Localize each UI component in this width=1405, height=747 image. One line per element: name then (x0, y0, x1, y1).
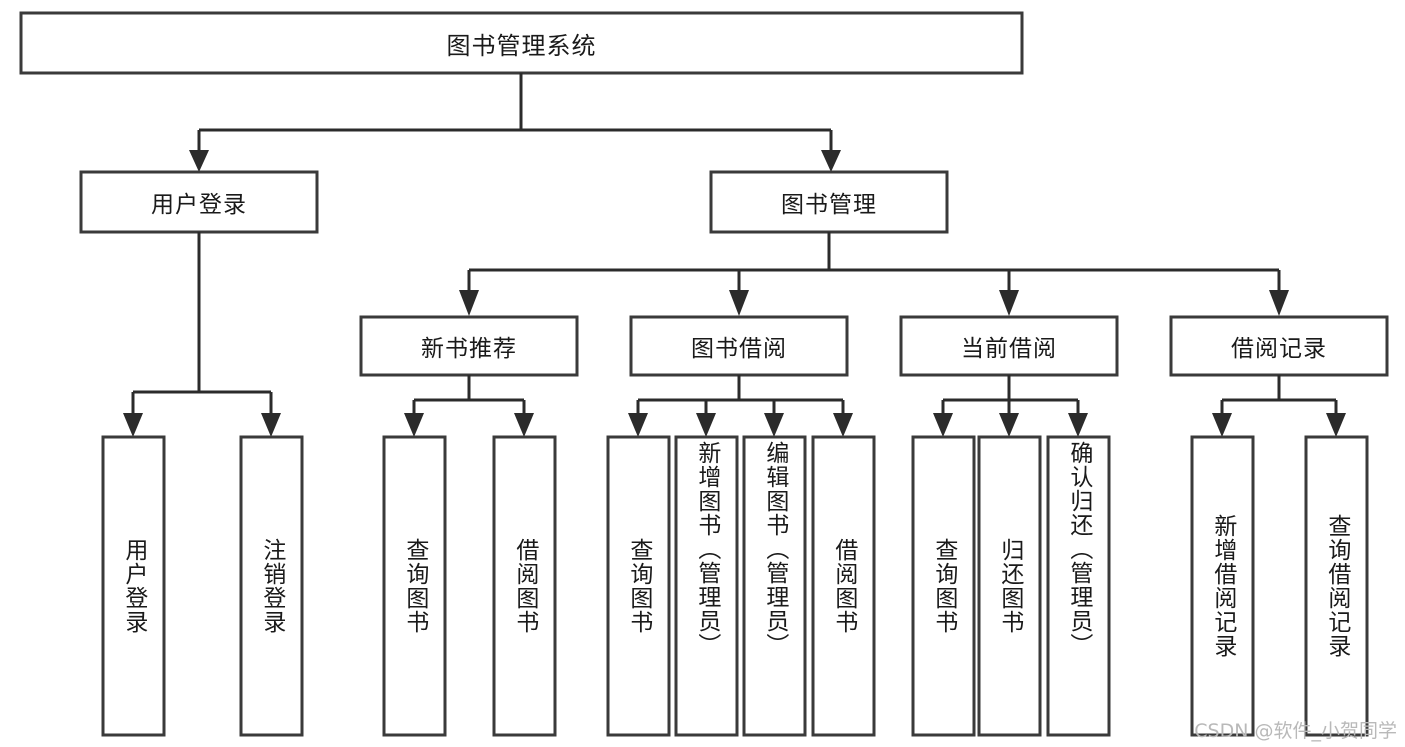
node-box-leaf-borrow-book-1[interactable] (492, 435, 557, 737)
node-box-leaf-user-login[interactable] (101, 435, 166, 737)
arrow-head-to-book-management (821, 150, 841, 172)
connector-book-borrow-to-leaves (636, 375, 845, 415)
node-box-leaf-borrow-book-2[interactable] (811, 435, 876, 737)
node-box-book-borrow[interactable] (629, 315, 849, 377)
node-box-leaf-add-book[interactable] (674, 435, 739, 737)
arrow-head-to-new-book-recommend (459, 290, 479, 316)
arrow-head-to-leaf-add-book (696, 413, 716, 437)
arrow-head-to-leaf-query-book-3 (933, 413, 953, 437)
node-box-leaf-query-book-2[interactable] (606, 435, 671, 737)
connector-book-management-to-level3 (467, 232, 1281, 292)
arrow-head-to-book-borrow (729, 290, 749, 316)
connector-current-borrow-to-leaves (941, 375, 1080, 415)
arrow-head-to-leaf-query-book-2 (628, 413, 648, 437)
arrow-head-to-user-login (189, 150, 209, 172)
node-box-leaf-query-book-1[interactable] (382, 435, 447, 737)
arrow-head-to-leaf-return-book (999, 413, 1019, 437)
arrow-head-to-leaf-add-record (1212, 413, 1232, 437)
node-box-book-management[interactable] (709, 170, 949, 234)
node-box-current-borrow[interactable] (899, 315, 1119, 377)
connector-borrow-record-to-leaves (1220, 375, 1338, 415)
node-box-user-login[interactable] (79, 170, 319, 234)
node-box-leaf-add-record[interactable] (1190, 435, 1255, 737)
arrow-head-to-leaf-edit-book (764, 413, 784, 437)
arrow-head-to-leaf-borrow-book-1 (514, 413, 534, 437)
node-box-leaf-query-book-3[interactable] (911, 435, 976, 737)
node-box-borrow-record[interactable] (1169, 315, 1389, 377)
arrow-head-to-current-borrow (999, 290, 1019, 316)
node-box-root[interactable] (19, 11, 1024, 75)
node-box-leaf-edit-book[interactable] (742, 435, 807, 737)
node-box-leaf-query-record[interactable] (1304, 435, 1369, 737)
arrow-head-to-leaf-borrow-book-2 (833, 413, 853, 437)
arrow-head-to-leaf-logout (261, 413, 281, 437)
arrow-head-to-borrow-record (1269, 290, 1289, 316)
node-box-new-book-recommend[interactable] (359, 315, 579, 377)
arrow-head-to-leaf-query-book-1 (404, 413, 424, 437)
arrow-head-to-leaf-confirm-return (1068, 413, 1088, 437)
node-box-leaf-logout[interactable] (239, 435, 304, 737)
connector-user-login-to-leaves (131, 232, 273, 415)
arrow-head-to-leaf-query-record (1326, 413, 1346, 437)
arrow-head-to-leaf-user-login (123, 413, 143, 437)
node-box-leaf-confirm-return[interactable] (1046, 435, 1111, 737)
connector-new-book-recommend-to-leaves (412, 375, 526, 415)
connector-root-to-level2 (197, 73, 833, 152)
node-box-leaf-return-book[interactable] (977, 435, 1042, 737)
